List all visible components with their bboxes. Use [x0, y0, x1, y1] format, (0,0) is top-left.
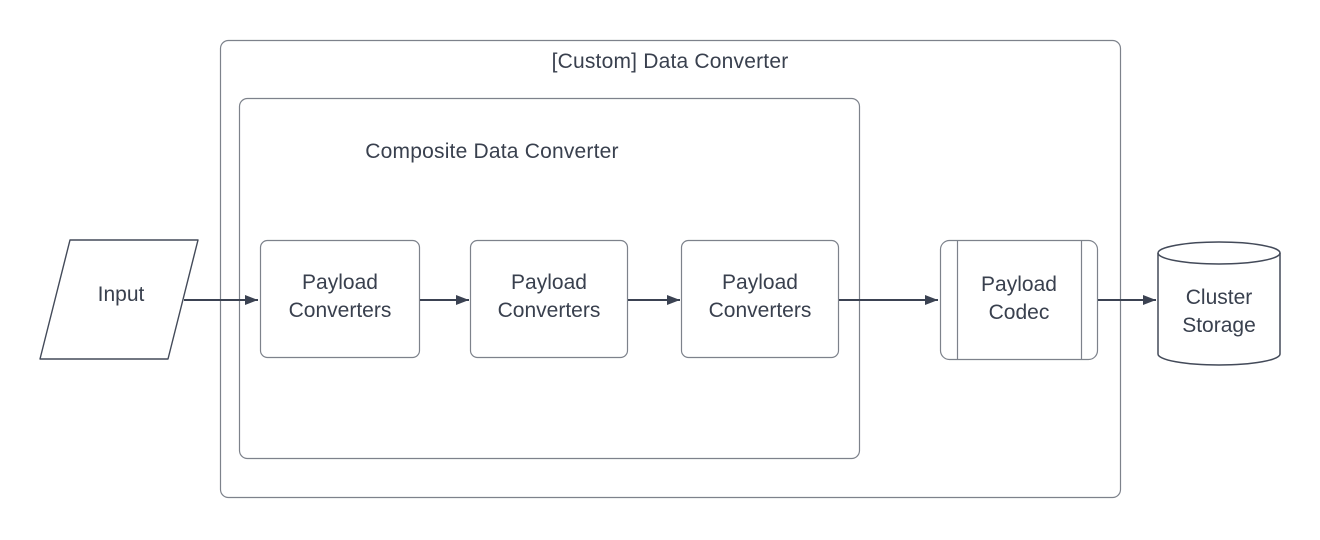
cluster-storage-rim — [1157, 252, 1281, 265]
payload-converters-3-shape — [680, 239, 840, 359]
composite-data-converter-container — [238, 97, 861, 460]
custom-data-converter-container — [219, 39, 1122, 499]
cluster-storage-shape — [1157, 241, 1281, 366]
payload-codec-shape — [939, 239, 1099, 361]
payload-converters-2-shape — [469, 239, 629, 359]
payload-converters-1-shape — [259, 239, 421, 359]
input-shape — [39, 239, 199, 360]
